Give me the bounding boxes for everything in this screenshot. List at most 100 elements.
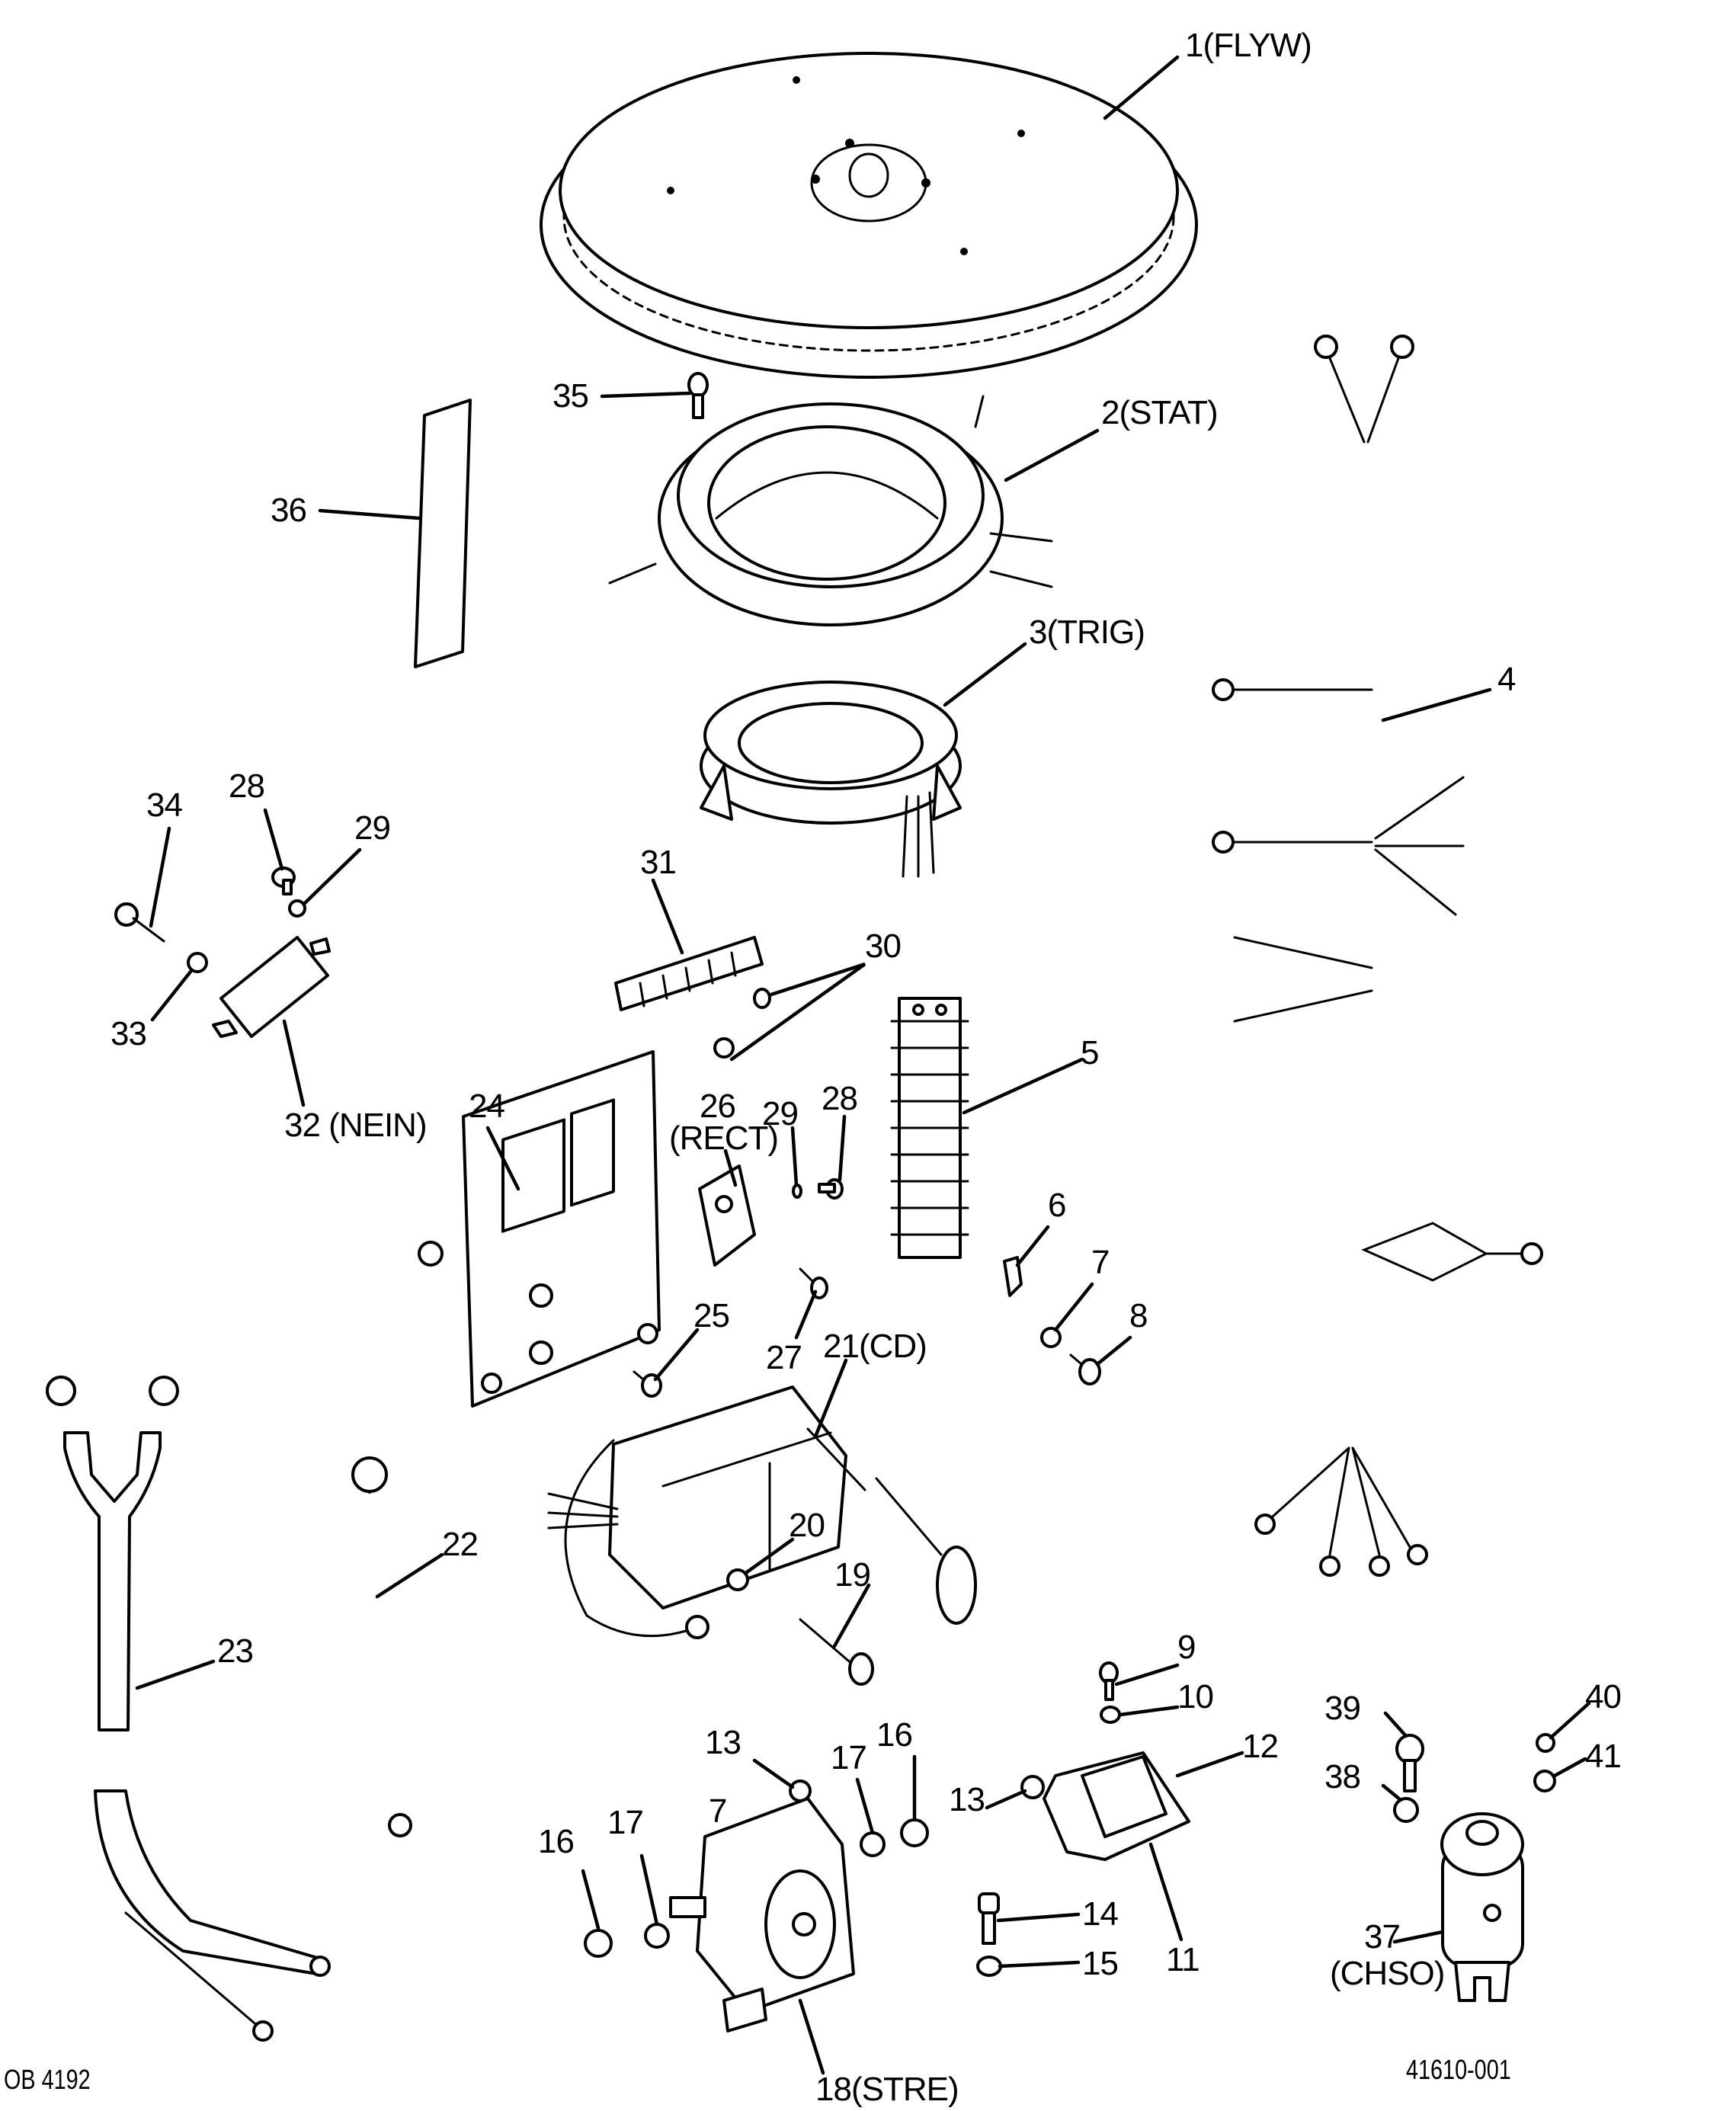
leader-18	[798, 1998, 825, 2075]
leader-28-left	[263, 808, 284, 871]
leader-7-right	[1053, 1282, 1094, 1332]
leader-31	[651, 878, 684, 955]
nut-16-right	[900, 1818, 929, 1847]
spark-plug-boot	[875, 1477, 977, 1625]
callout-7-right: 7	[1091, 1244, 1110, 1281]
leader-12	[1175, 1751, 1244, 1778]
callout-29-center: 29	[762, 1095, 799, 1132]
leader-16-left	[581, 1869, 601, 1930]
callout-4: 4	[1497, 661, 1517, 698]
leader-22	[375, 1552, 444, 1599]
screw-35	[687, 372, 709, 419]
leader-32	[282, 1019, 306, 1107]
leader-13-right	[985, 1789, 1027, 1810]
leader-1	[1103, 55, 1180, 120]
starter-solenoid	[669, 1797, 855, 2033]
terminal-strip	[614, 936, 764, 1011]
leader-4	[1381, 687, 1492, 722]
nut-13-right	[1020, 1775, 1045, 1799]
screw-39	[1395, 1734, 1424, 1792]
mounting-plate	[418, 1050, 661, 1408]
callout-28-left: 28	[229, 767, 265, 805]
lockwasher-29-left	[288, 899, 306, 918]
leader-30	[729, 962, 866, 1062]
leader-8	[1095, 1335, 1132, 1366]
screw-30a	[753, 988, 771, 1009]
callout-26-rect: (RECT)	[669, 1120, 779, 1157]
washer-38	[1393, 1797, 1419, 1823]
trigger	[700, 681, 962, 878]
leader-34	[149, 826, 171, 928]
stator	[608, 395, 1053, 626]
screw-9	[1099, 1661, 1119, 1701]
callout-20: 20	[789, 1507, 825, 1544]
callout-6: 6	[1048, 1187, 1067, 1224]
leader-26	[723, 1148, 738, 1187]
callout-31: 31	[640, 844, 677, 881]
flywheel	[540, 52, 1198, 379]
callout-15: 15	[1082, 1945, 1119, 1982]
callout-40: 40	[1585, 1678, 1622, 1715]
callout-25: 25	[693, 1297, 730, 1334]
leader-15	[998, 1960, 1081, 1968]
screw-30b	[713, 1037, 735, 1059]
callout-33: 33	[111, 1015, 147, 1052]
leader-27	[794, 1289, 818, 1340]
washer-10	[1100, 1706, 1121, 1724]
leader-29-center	[790, 1126, 799, 1187]
leader-36	[318, 508, 421, 521]
callout-1: 1(FLYW)	[1185, 27, 1312, 64]
screw-34	[114, 902, 165, 943]
leader-20	[745, 1537, 795, 1574]
callout-3: 3(TRIG)	[1029, 613, 1145, 651]
leader-19	[832, 1583, 871, 1648]
washer-15	[976, 1956, 1002, 1977]
callout-11: 11	[1166, 1941, 1200, 1978]
callout-21: 21(CD)	[823, 1328, 927, 1365]
leader-25	[653, 1328, 700, 1382]
lockwasher-17-left	[644, 1923, 670, 1949]
callout-38: 38	[1324, 1758, 1361, 1795]
callout-39: 39	[1324, 1690, 1361, 1727]
leader-33	[150, 969, 193, 1022]
terminal-block	[890, 997, 969, 1259]
callout-26: 26	[700, 1088, 736, 1125]
leader-14	[996, 1912, 1081, 1923]
screw-28-center	[818, 1178, 844, 1200]
leader-3	[943, 642, 1027, 707]
ground-lead	[351, 1456, 412, 1837]
ignition-coil	[547, 1385, 866, 1639]
callout-13-left: 13	[705, 1724, 741, 1761]
leader-5	[962, 1057, 1084, 1115]
callout-27: 27	[766, 1339, 802, 1376]
callout-16-right: 16	[876, 1716, 913, 1754]
leader-38	[1381, 1783, 1403, 1802]
regulator	[1043, 1751, 1190, 1861]
leader-29-left	[303, 847, 362, 905]
callout-8: 8	[1129, 1297, 1148, 1334]
callout-29-left: 29	[354, 809, 391, 847]
leader-39	[1383, 1711, 1408, 1738]
callout-14: 14	[1082, 1895, 1119, 1933]
lockwasher-29-center	[792, 1184, 802, 1199]
callout-34: 34	[146, 786, 183, 824]
leader-2	[1004, 428, 1100, 482]
washer-20	[726, 1568, 749, 1591]
callout-9: 9	[1177, 1629, 1196, 1666]
callout-37: 37	[1364, 1918, 1401, 1956]
leader-17-right	[855, 1777, 875, 1835]
nut-16-left	[584, 1929, 613, 1958]
bolt-14	[978, 1892, 1000, 1945]
callout-23: 23	[217, 1632, 254, 1670]
callout-12: 12	[1242, 1728, 1279, 1765]
wiring-harness	[1212, 335, 1543, 1577]
choke-solenoid	[1440, 1812, 1524, 2002]
callout-41: 41	[1585, 1738, 1622, 1775]
callout-30: 30	[865, 927, 902, 965]
figure-code: OB 4192	[4, 2064, 91, 2095]
drawing-number: 41610-001	[1406, 2054, 1511, 2085]
leader-24	[485, 1126, 520, 1191]
screw-28-left	[271, 867, 296, 895]
